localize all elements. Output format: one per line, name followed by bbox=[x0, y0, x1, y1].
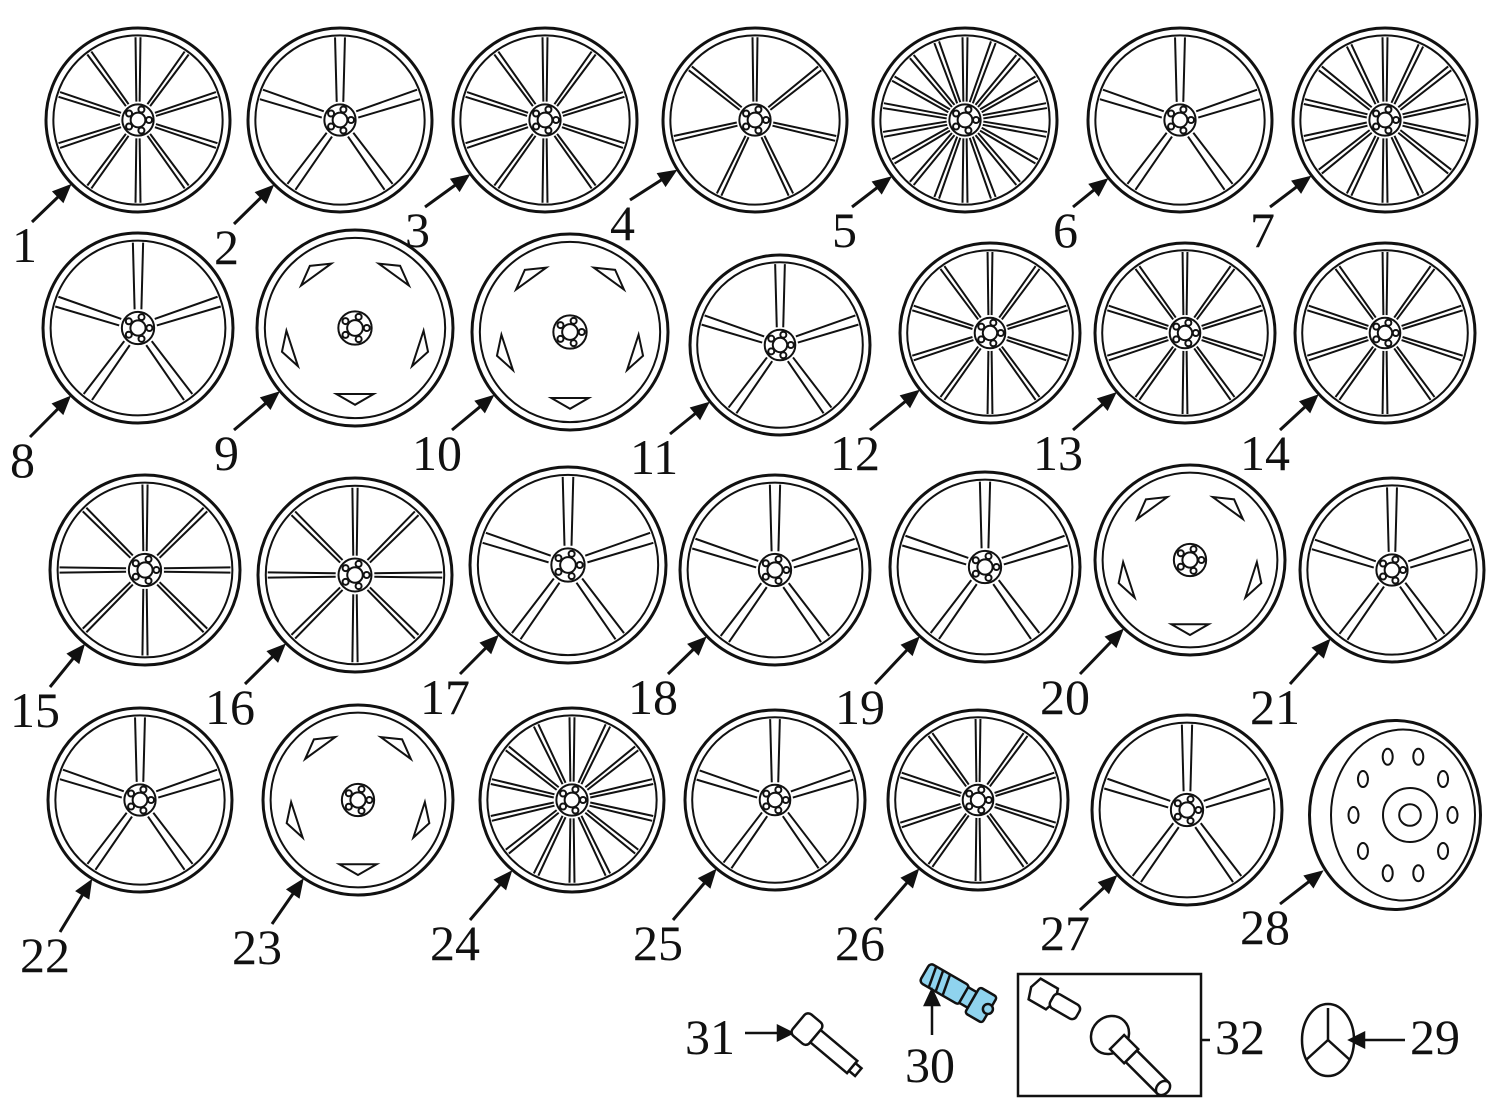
wheel-part-22[interactable] bbox=[46, 706, 234, 894]
wheel-part-3[interactable] bbox=[451, 26, 639, 214]
arrow-head-icon bbox=[266, 643, 286, 663]
callout-label-15: 15 bbox=[10, 682, 60, 738]
callout-label-13: 13 bbox=[1033, 425, 1083, 481]
arrow-head-icon bbox=[479, 634, 499, 655]
callout-label-22: 22 bbox=[20, 927, 70, 983]
callout-label-20: 20 bbox=[1040, 669, 1090, 725]
arrow-head-icon bbox=[1096, 392, 1117, 411]
center-emblem-part-29[interactable] bbox=[1300, 1002, 1405, 1078]
wheel-part-9[interactable] bbox=[255, 228, 455, 428]
callout-label-8: 8 bbox=[10, 432, 35, 488]
arrow-head-icon bbox=[1311, 638, 1331, 659]
callout-label-28: 28 bbox=[1240, 899, 1290, 955]
wheel-part-27[interactable] bbox=[1090, 713, 1284, 907]
wheel-part-12[interactable] bbox=[898, 241, 1082, 425]
wheel-part-20[interactable] bbox=[1093, 463, 1287, 657]
wheel-part-2[interactable] bbox=[246, 26, 434, 214]
wheel-part-18[interactable] bbox=[678, 473, 872, 667]
callout-label-2: 2 bbox=[214, 219, 239, 275]
callout-label-29: 29 bbox=[1410, 1009, 1460, 1065]
callout-label-23: 23 bbox=[232, 919, 282, 975]
wheel-part-7[interactable] bbox=[1291, 26, 1479, 214]
arrow-head-icon bbox=[493, 870, 513, 891]
wheel-part-28[interactable] bbox=[1308, 719, 1482, 911]
wheel-part-23[interactable] bbox=[261, 703, 455, 897]
arrow-head-icon bbox=[1104, 628, 1124, 649]
callout-label-19: 19 bbox=[835, 679, 885, 735]
wheel-part-19[interactable] bbox=[888, 470, 1082, 664]
arrow-head-icon bbox=[900, 868, 920, 889]
arrow-head-icon bbox=[1088, 178, 1109, 197]
arrow-head-icon bbox=[254, 184, 275, 204]
wheel-part-21[interactable] bbox=[1298, 476, 1486, 664]
arrow-head-icon bbox=[697, 868, 717, 889]
arrow-head-icon bbox=[449, 174, 471, 193]
arrow-head-icon bbox=[51, 183, 72, 204]
wheel-part-26[interactable] bbox=[886, 708, 1070, 892]
arrow-head-icon bbox=[259, 391, 280, 411]
arrow-head-icon bbox=[1291, 175, 1312, 194]
callout-label-10: 10 bbox=[412, 425, 462, 481]
callout-label-9: 9 bbox=[214, 425, 239, 481]
wheel-part-8[interactable] bbox=[41, 231, 235, 425]
callout-label-30: 30 bbox=[905, 1037, 955, 1093]
callout-label-4: 4 bbox=[610, 195, 635, 251]
callout-label-7: 7 bbox=[1250, 202, 1275, 258]
wheel-part-10[interactable] bbox=[470, 232, 670, 432]
wheel-part-15[interactable] bbox=[48, 473, 242, 667]
callout-label-5: 5 bbox=[832, 202, 857, 258]
callout-label-17: 17 bbox=[420, 669, 470, 725]
wheel-part-11[interactable] bbox=[688, 253, 872, 437]
callout-label-11: 11 bbox=[630, 429, 679, 485]
callout-label-12: 12 bbox=[830, 425, 880, 481]
arrow-head-icon bbox=[871, 176, 892, 195]
callout-label-27: 27 bbox=[1040, 905, 1090, 961]
valve-stem-part-31[interactable] bbox=[745, 1011, 867, 1083]
arrow-head-icon bbox=[656, 169, 678, 188]
callout-label-18: 18 bbox=[628, 669, 678, 725]
wheel-part-5[interactable] bbox=[871, 26, 1059, 214]
wheel-part-25[interactable] bbox=[683, 708, 867, 892]
callout-label-1: 1 bbox=[12, 217, 37, 273]
arrow-head-icon bbox=[75, 878, 93, 900]
callout-label-3: 3 bbox=[405, 202, 430, 258]
wheel-part-6[interactable] bbox=[1086, 26, 1274, 214]
arrow-head-icon bbox=[474, 394, 495, 414]
callout-label-25: 25 bbox=[633, 915, 683, 971]
wheel-part-4[interactable] bbox=[661, 26, 849, 214]
wheel-part-13[interactable] bbox=[1093, 241, 1277, 425]
wheel-part-24[interactable] bbox=[478, 706, 666, 894]
wheel-part-14[interactable] bbox=[1293, 241, 1477, 425]
callout-label-14: 14 bbox=[1240, 425, 1290, 481]
arrow-head-icon bbox=[1303, 870, 1324, 889]
wheel-part-1[interactable] bbox=[44, 26, 232, 214]
arrow-head-icon bbox=[285, 878, 304, 899]
arrow-head-icon bbox=[1097, 874, 1118, 895]
wheel-part-16[interactable] bbox=[256, 476, 454, 674]
arrow-head-icon bbox=[51, 395, 71, 416]
callout-label-24: 24 bbox=[430, 915, 480, 971]
valve-kit-part-32[interactable] bbox=[1016, 972, 1210, 1103]
callout-label-21: 21 bbox=[1250, 679, 1300, 735]
arrow-head-icon bbox=[899, 389, 920, 409]
arrow-head-icon bbox=[687, 636, 707, 656]
callout-label-6: 6 bbox=[1053, 202, 1078, 258]
arrow-head-icon bbox=[689, 401, 710, 421]
callout-label-31: 31 bbox=[685, 1009, 735, 1065]
arrow-head-icon bbox=[66, 643, 85, 665]
callout-label-26: 26 bbox=[835, 915, 885, 971]
arrow-head-icon bbox=[1298, 394, 1319, 414]
callout-label-16: 16 bbox=[205, 679, 255, 735]
wheel-part-17[interactable] bbox=[468, 465, 668, 665]
callout-label-32: 32 bbox=[1215, 1009, 1265, 1065]
wheel-bolt-part-30[interactable] bbox=[917, 960, 1000, 1035]
arrow-head-icon bbox=[900, 636, 920, 657]
